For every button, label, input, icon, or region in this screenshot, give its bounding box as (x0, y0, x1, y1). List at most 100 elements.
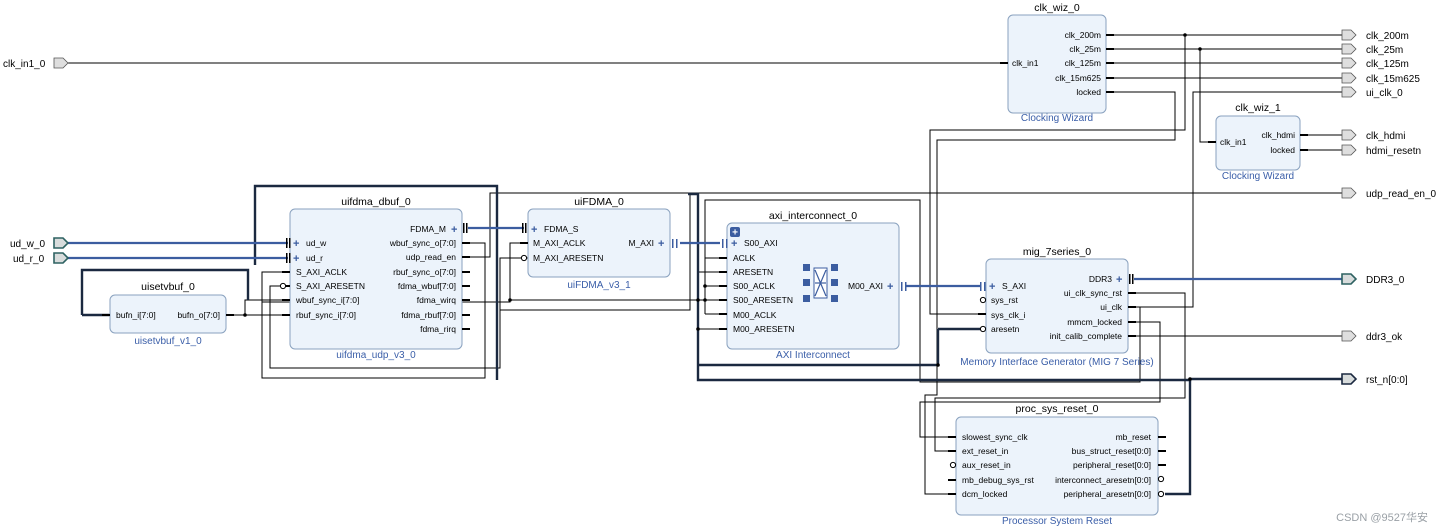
pin-label: bus_struct_reset[0:0] (1072, 446, 1151, 456)
port-label: clk_25m (1366, 45, 1403, 56)
port-label: clk_200m (1366, 31, 1409, 42)
pin-label: slowest_sync_clk (962, 432, 1028, 442)
block-mig[interactable]: mig_7series_0 S_AXI sys_rst sys_clk_i ar… (960, 246, 1153, 368)
pin-label: rbuf_sync_o[7:0] (393, 267, 456, 277)
block-title: mig_7series_0 (1023, 246, 1091, 258)
output-port-ddr3[interactable]: DDR3_0 (1341, 273, 1405, 286)
pin-label: clk_hdmi (1261, 130, 1295, 140)
block-uisetvbuf[interactable]: uisetvbuf_0 bufn_i[7:0] bufn_o[7:0] uise… (109, 281, 227, 347)
pin-label: clk_15m625 (1055, 73, 1101, 83)
output-port-hdmi-resetn[interactable]: hdmi_resetn (1341, 144, 1421, 157)
block-uifdma[interactable]: uiFDMA_0 FDMA_S M_AXI_ACLK M_AXI_ARESETN… (527, 196, 671, 291)
block-title: uiFDMA_0 (574, 196, 624, 208)
pin-label: peripheral_aresetn[0:0] (1064, 489, 1151, 499)
block-title: axi_interconnect_0 (769, 210, 857, 222)
port-label: clk_125m (1366, 59, 1409, 70)
pin-label: init_calib_complete (1050, 331, 1123, 341)
port-label: clk_in1_0 (3, 59, 46, 70)
port-label: hdmi_resetn (1366, 146, 1421, 157)
output-port-rst-n[interactable]: rst_n[0:0] (1341, 373, 1408, 386)
pin-label: locked (1270, 145, 1295, 155)
block-axi-interconnect[interactable]: axi_interconnect_0 + S00_AXI ACLK ARESET… (726, 210, 900, 361)
pin-label: S_AXI_ARESETN (296, 281, 365, 291)
pin-label: FDMA_M (410, 224, 446, 234)
block-title: uifdma_dbuf_0 (341, 196, 411, 208)
pin-label: S_AXI_ACLK (296, 267, 347, 277)
block-subtitle: uiFDMA_v3_1 (567, 280, 631, 291)
port-label: rst_n[0:0] (1366, 375, 1408, 386)
block-subtitle: uisetvbuf_v1_0 (134, 336, 202, 347)
output-port-clk-25m[interactable]: clk_25m (1341, 43, 1403, 56)
svg-text:+: + (293, 238, 299, 250)
input-port-ud-r[interactable]: ud_r_0 (13, 252, 70, 265)
pin-label: ARESETN (733, 267, 773, 277)
pin-label: rbuf_sync_i[7:0] (296, 310, 356, 320)
output-port-clk-200m[interactable]: clk_200m (1341, 29, 1409, 42)
pin-label: S00_ARESETN (733, 295, 793, 305)
crossbar-icon (803, 264, 838, 302)
block-title: clk_wiz_0 (1034, 2, 1080, 14)
pin-label: bufn_i[7:0] (116, 310, 156, 320)
port-label: clk_hdmi (1366, 131, 1405, 142)
pin-label: mb_reset (1116, 432, 1152, 442)
pin-label: ud_r (306, 253, 323, 263)
pin-label: ext_reset_in (962, 446, 1009, 456)
pin-label: fdma_rbuf[7:0] (401, 310, 456, 320)
pin-label: clk_25m (1069, 44, 1101, 54)
pin-label: FDMA_S (544, 224, 579, 234)
pin-label: DDR3 (1089, 274, 1112, 284)
svg-text:+: + (531, 224, 537, 236)
pin-label: peripheral_reset[0:0] (1073, 460, 1151, 470)
pin-label: ud_w (306, 238, 327, 248)
pin-label: wbuf_sync_o[7:0] (389, 238, 456, 248)
pin-label: bufn_o[7:0] (177, 310, 220, 320)
pin-label: sys_clk_i (991, 310, 1026, 320)
pin-label: clk_in1 (1220, 137, 1247, 147)
output-port-clk-125m[interactable]: clk_125m (1341, 57, 1409, 70)
block-clk-wiz-1[interactable]: clk_wiz_1 clk_in1 clk_hdmi locked Clocki… (1215, 102, 1301, 182)
pin-label: clk_in1 (1012, 58, 1039, 68)
port-label: udp_read_en_0 (1366, 189, 1437, 200)
pin-label: aux_reset_in (962, 460, 1011, 470)
pin-label: S00_AXI (744, 238, 778, 248)
input-port-clk-in1[interactable]: clk_in1_0 (3, 57, 69, 70)
port-label: DDR3_0 (1366, 275, 1405, 286)
pin-label: M00_AXI (848, 281, 883, 291)
block-uifdma-dbuf[interactable]: uifdma_dbuf_0 ud_w ud_r S_AXI_ACLK S_AXI… (289, 196, 463, 361)
pin-label: clk_125m (1065, 58, 1101, 68)
block-subtitle: Clocking Wizard (1222, 171, 1294, 182)
block-subtitle: Processor System Reset (1002, 516, 1112, 527)
pin-label: aresetn (991, 324, 1020, 334)
block-subtitle: AXI Interconnect (776, 350, 850, 361)
pin-label: ui_clk (1100, 302, 1122, 312)
svg-text:+: + (658, 238, 664, 250)
expand-icon[interactable] (730, 227, 740, 237)
block-subtitle: uifdma_udp_v3_0 (336, 350, 416, 361)
port-label: ud_r_0 (13, 254, 45, 265)
block-proc-sys-reset[interactable]: proc_sys_reset_0 slowest_sync_clk ext_re… (955, 403, 1159, 527)
block-clk-wiz-0[interactable]: clk_wiz_0 clk_in1 clk_200m clk_25m clk_1… (1007, 2, 1107, 124)
block-subtitle: Memory Interface Generator (MIG 7 Series… (960, 357, 1153, 368)
pin-label: M_AXI (628, 238, 654, 248)
pin-label: fdma_wbuf[7:0] (398, 281, 456, 291)
svg-text:+: + (1116, 274, 1122, 286)
port-label: ui_clk_0 (1366, 88, 1403, 99)
output-port-udp-read-en[interactable]: udp_read_en_0 (1341, 187, 1437, 200)
port-label: ud_w_0 (10, 239, 45, 250)
output-port-ddr3-ok[interactable]: ddr3_ok (1341, 330, 1403, 343)
pin-label: M_AXI_ARESETN (533, 253, 603, 263)
pin-label: S_AXI (1002, 281, 1026, 291)
pin-label: clk_200m (1065, 30, 1101, 40)
pin-label: wbuf_sync_i[7:0] (295, 295, 359, 305)
pin-label: udp_read_en (406, 252, 456, 262)
svg-text:+: + (989, 281, 995, 293)
output-port-ui-clk[interactable]: ui_clk_0 (1341, 86, 1403, 99)
svg-text:+: + (887, 281, 893, 293)
pin-label: ACLK (733, 253, 756, 263)
block-title: clk_wiz_1 (1235, 102, 1281, 114)
input-port-ud-w[interactable]: ud_w_0 (10, 237, 70, 250)
output-port-clk-15m625[interactable]: clk_15m625 (1341, 72, 1420, 85)
output-port-clk-hdmi[interactable]: clk_hdmi (1341, 129, 1405, 142)
block-title: proc_sys_reset_0 (1016, 403, 1099, 415)
